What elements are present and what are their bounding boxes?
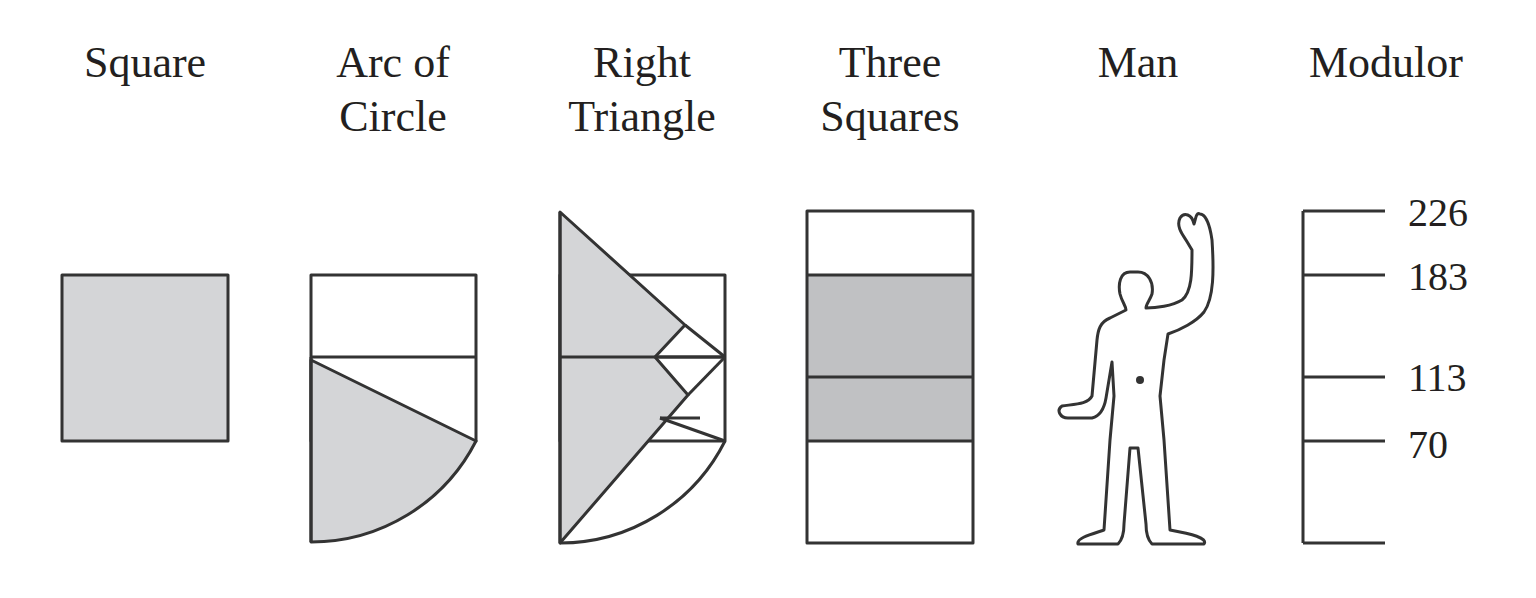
square-figure xyxy=(62,275,228,441)
height-value: 113 xyxy=(1408,356,1467,400)
column-heading: Three Squares xyxy=(780,36,1000,144)
height-value: 183 xyxy=(1408,255,1468,299)
height-value: 70 xyxy=(1408,423,1448,467)
triangle-figure xyxy=(560,212,725,543)
man-figure xyxy=(1059,214,1213,544)
three-squares-figure xyxy=(807,211,973,543)
column-heading: Square xyxy=(35,36,255,90)
column-heading: Modulor xyxy=(1276,36,1496,90)
arc-figure xyxy=(311,275,476,542)
height-value: 226 xyxy=(1408,191,1468,235)
column-heading: Arc of Circle xyxy=(283,36,503,144)
column-heading: Right Triangle xyxy=(532,36,752,144)
column-heading: Man xyxy=(1028,36,1248,90)
modulor-scale xyxy=(1303,211,1385,543)
